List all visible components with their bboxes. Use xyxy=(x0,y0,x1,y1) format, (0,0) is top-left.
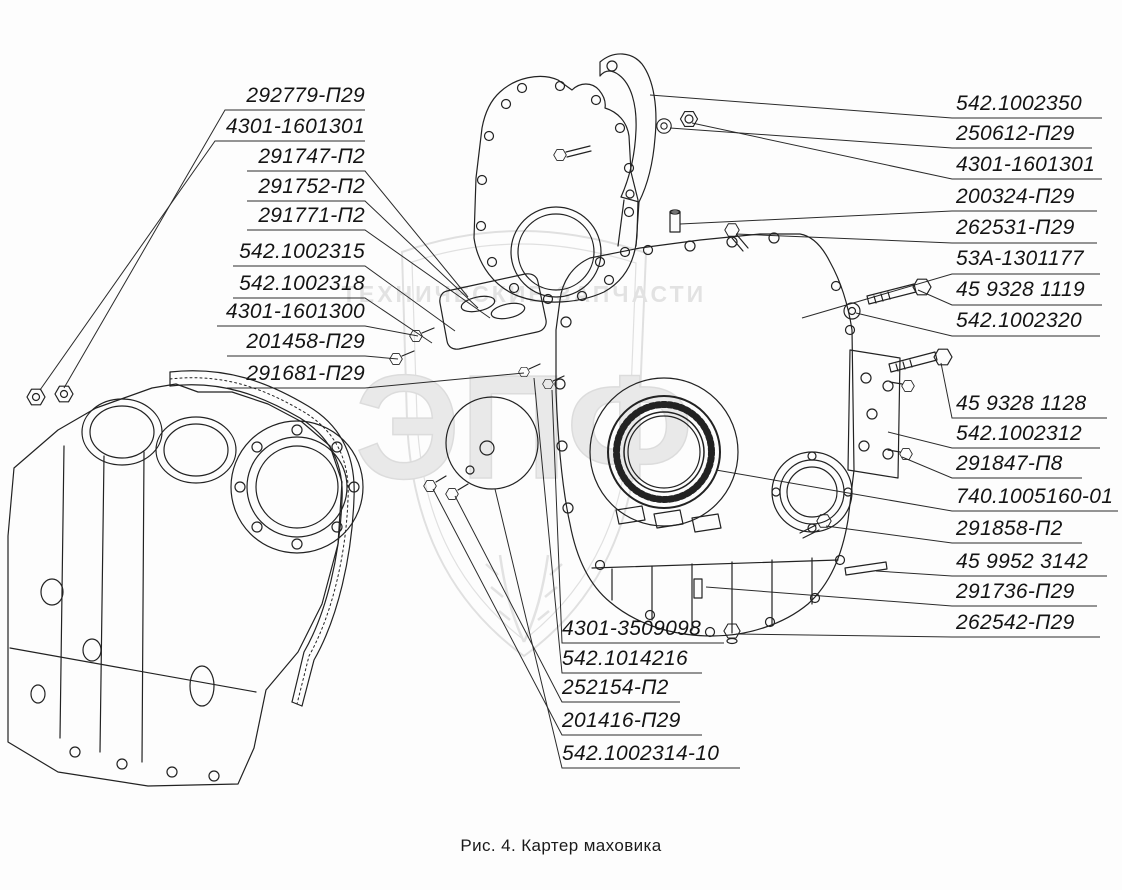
part-label: 200324-П29 xyxy=(956,185,1075,208)
part-label: 291747-П2 xyxy=(258,145,365,168)
part-label: 542.1002318 xyxy=(239,272,365,295)
engine-block xyxy=(7,383,364,787)
part-label: 542.1002350 xyxy=(956,92,1082,115)
round-cover-plate xyxy=(445,396,539,490)
rear-gasket xyxy=(169,370,355,707)
part-label: 4301-3509098 xyxy=(562,617,702,640)
part-label: 542.1002312 xyxy=(956,422,1082,445)
figure-caption: Рис. 4. Картер маховика xyxy=(460,836,662,855)
part-label: 740.1005160-01 xyxy=(956,485,1114,508)
part-label: 4301-1601300 xyxy=(225,300,365,323)
part-label: 4301-1601301 xyxy=(956,153,1096,176)
part-label: 262531-П29 xyxy=(956,216,1075,239)
watermark-big-text: ЭПФ xyxy=(355,345,693,510)
part-label: 291752-П2 xyxy=(258,175,365,198)
part-label: 542.1002314-10 xyxy=(562,742,720,765)
part-label: 291858-П2 xyxy=(956,517,1063,540)
watermark-band-text: ТЕХНИЧЕСКИЕ ЗАПЧАСТИ xyxy=(342,281,706,307)
flywheel-housing xyxy=(554,232,856,638)
part-label: 201458-П29 xyxy=(246,330,365,353)
part-label: 250612-П29 xyxy=(956,122,1075,145)
bracket-arm xyxy=(599,53,657,247)
watermark: ТЕХНИЧЕСКИЕ ЗАПЧАСТИ ЭПФ xyxy=(342,229,706,658)
bracket-plate xyxy=(847,349,901,479)
part-label: 292779-П29 xyxy=(246,84,365,107)
part-label: 262542-П29 xyxy=(956,611,1075,634)
engine-drawing xyxy=(7,53,953,787)
part-label: 291847-П8 xyxy=(956,452,1063,475)
part-label: 45 9328 1119 xyxy=(956,278,1085,301)
part-label: 53А-1301177 xyxy=(956,247,1084,270)
front-cover-plate xyxy=(473,75,639,305)
part-label: 291736-П29 xyxy=(956,580,1075,603)
part-label: 4301-1601301 xyxy=(225,115,365,138)
watermark-wheat xyxy=(485,554,563,643)
part-label: 542.1014216 xyxy=(562,647,688,670)
crankshaft-seal xyxy=(607,395,721,509)
part-label: 45 9952 3142 xyxy=(956,550,1089,573)
fasteners xyxy=(26,111,953,645)
part-label: 252154-П2 xyxy=(562,676,669,699)
part-label: 291681-П29 xyxy=(246,362,365,385)
part-label: 542.1002320 xyxy=(956,309,1082,332)
part-label: 291771-П2 xyxy=(258,204,365,227)
slotted-plate xyxy=(439,273,547,350)
part-label: 45 9328 1128 xyxy=(956,392,1087,415)
part-label: 542.1002315 xyxy=(239,240,365,263)
part-label: 201416-П29 xyxy=(562,709,681,732)
